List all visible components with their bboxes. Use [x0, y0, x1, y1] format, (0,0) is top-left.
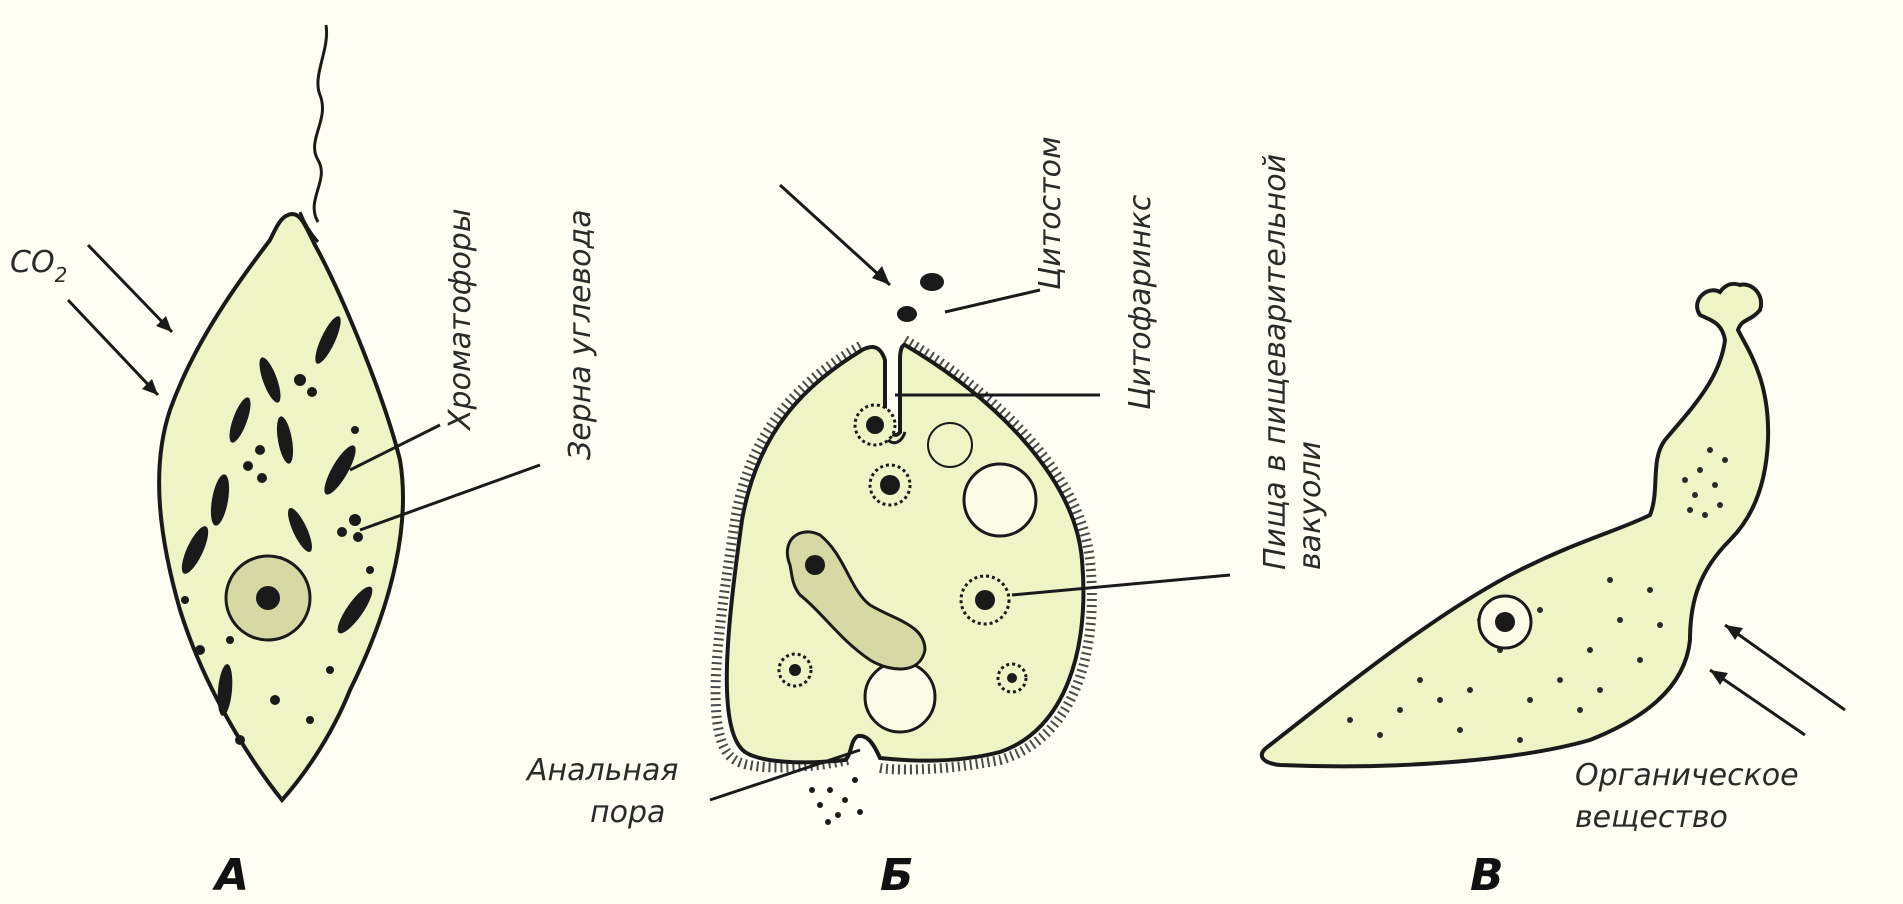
egested-waste: [809, 777, 863, 825]
anal-pore-label-2: пора: [590, 795, 665, 830]
food-vacuole-label-2: вакуоли: [1293, 441, 1328, 570]
panel-letter-b: Б: [880, 850, 914, 900]
organic-label-2: вещество: [1575, 800, 1728, 835]
anal-pore-label-1: Анальная: [525, 753, 678, 788]
flagellum: [314, 25, 326, 222]
co2-label: CO2: [10, 245, 67, 287]
food-vacuole-label-1: Пища в пищеварительной: [1258, 154, 1293, 570]
co2-arrows: [68, 245, 172, 395]
panel-c-saprotroph: Органическое вещество В: [1262, 284, 1845, 900]
organic-label-1: Органическое: [1575, 758, 1799, 793]
food-arrow: [780, 185, 890, 285]
cytostome-leader: [945, 290, 1040, 312]
food-particle: [897, 306, 917, 322]
food-particle: [920, 273, 944, 291]
contractile-vacuole: [964, 464, 1036, 536]
euglena-body: [159, 214, 403, 800]
cytopharynx-label: Цитофаринкс: [1123, 194, 1158, 410]
vacuole-near-pore: [865, 662, 935, 732]
panel-letter-c: В: [1470, 850, 1504, 900]
carb-grains-label: Зерна углевода: [563, 209, 598, 460]
saprotroph-body: [1262, 284, 1768, 766]
chromatophores-label: Хроматофоры: [443, 208, 478, 432]
panel-letter-a: А: [212, 850, 249, 900]
panel-a-euglena: CO2 Хроматофоры Зерна углевода А: [10, 25, 598, 900]
organic-matter-arrows: [1710, 625, 1845, 735]
panel-b-ciliate: Цитостом Цитофаринкс Пища в пищеваритель…: [525, 136, 1328, 900]
cytostome-label: Цитостом: [1033, 136, 1068, 290]
